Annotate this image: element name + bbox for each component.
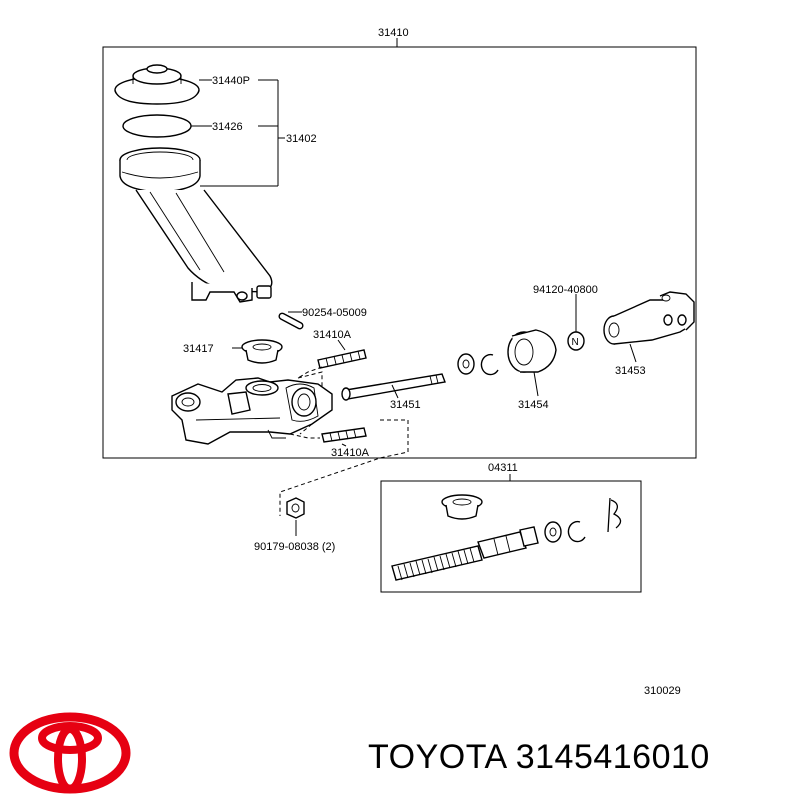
label-clip: 94120-40800 bbox=[533, 284, 598, 296]
clevis bbox=[603, 291, 695, 345]
kit-grommet bbox=[441, 494, 483, 520]
brand-part-number: TOYOTA 3145416010 bbox=[368, 738, 710, 776]
push-rod bbox=[341, 373, 446, 401]
label-reservoir: 31402 bbox=[286, 133, 317, 145]
grommet bbox=[241, 339, 283, 364]
label-pin: 90254-05009 bbox=[302, 307, 367, 319]
reservoir-gasket bbox=[122, 114, 192, 138]
label-assembly: 31410 bbox=[378, 27, 409, 39]
label-clevis: 31453 bbox=[615, 365, 646, 377]
kit-washer bbox=[544, 521, 562, 543]
label-nut: 90179-08038 (2) bbox=[254, 541, 335, 553]
reservoir-body bbox=[119, 147, 273, 303]
snap-ring bbox=[480, 353, 499, 376]
label-kit: 04311 bbox=[488, 462, 518, 474]
label-cap: 31440P bbox=[212, 75, 250, 87]
label-grommet: 31417 bbox=[183, 343, 214, 355]
kit-snap-ring bbox=[567, 520, 586, 543]
stud-bottom bbox=[321, 427, 367, 443]
toyota-logo bbox=[9, 712, 131, 794]
label-stud-bottom: 31410A bbox=[331, 447, 370, 459]
boot bbox=[507, 329, 557, 373]
label-boot: 31454 bbox=[518, 399, 549, 411]
master-cylinder-body bbox=[171, 371, 333, 445]
nut bbox=[286, 497, 305, 519]
label-gasket: 31426 bbox=[212, 121, 243, 133]
clip-mark-letter: N bbox=[572, 337, 579, 348]
assembly-frame bbox=[102, 46, 697, 459]
kit-spring-piston bbox=[391, 526, 539, 581]
label-stud-top: 31410A bbox=[313, 329, 352, 341]
stud-top bbox=[317, 349, 367, 369]
reservoir-cap bbox=[114, 64, 200, 105]
kit-clip bbox=[607, 497, 622, 533]
pin bbox=[278, 312, 304, 330]
label-push-rod: 31451 bbox=[390, 399, 421, 411]
repair-kit-frame bbox=[380, 480, 642, 593]
washer bbox=[457, 353, 475, 375]
figure-code: 310029 bbox=[644, 685, 681, 697]
